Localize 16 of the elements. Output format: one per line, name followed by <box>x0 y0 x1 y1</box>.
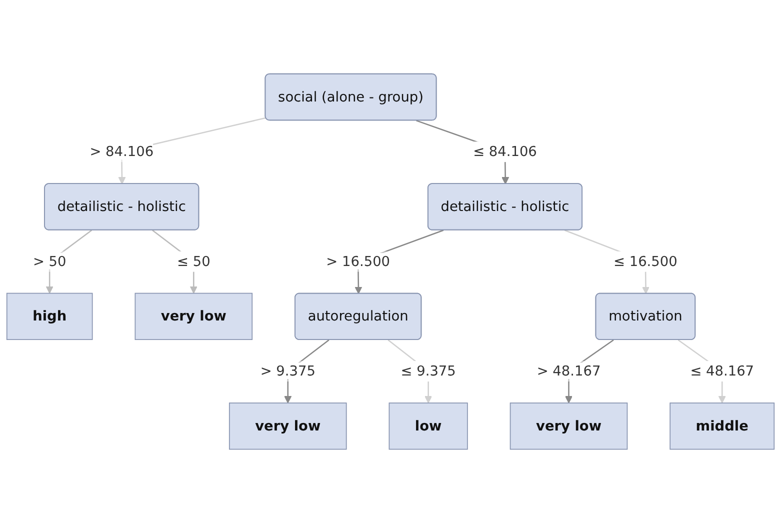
node-box: middle <box>670 402 775 450</box>
node-box: very low <box>134 292 253 340</box>
edge-label: ≤ 9.375 <box>400 362 456 379</box>
edge-label: > 9.375 <box>260 362 316 379</box>
edge-label: > 84.106 <box>90 143 154 160</box>
edge-label: ≤ 16.500 <box>614 252 678 270</box>
edge-label: ≤ 50 <box>177 252 210 270</box>
edge-label: > 48.167 <box>536 362 601 379</box>
edge-label: ≤ 84.106 <box>473 143 537 160</box>
node-box: very low <box>510 402 628 450</box>
edge-label: > 50 <box>32 252 66 270</box>
edge-label: > 16.500 <box>326 252 390 270</box>
node-box: high <box>6 292 93 340</box>
node-box: very low <box>228 402 347 450</box>
node-box: low <box>388 402 468 450</box>
edge-label: ≤ 48.167 <box>690 362 754 379</box>
